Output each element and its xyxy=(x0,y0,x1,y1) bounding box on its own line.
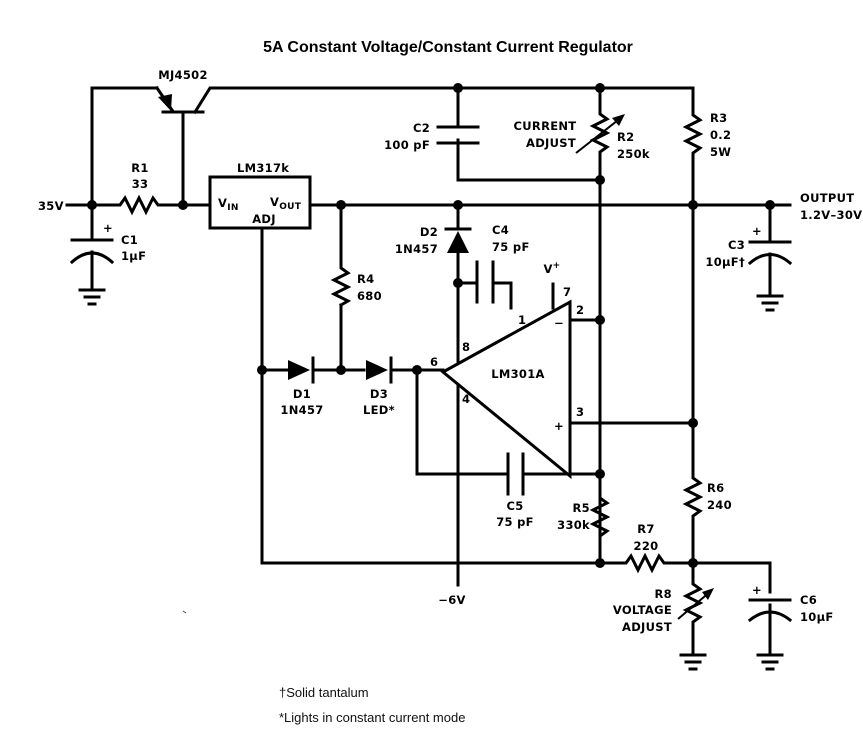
output-label: OUTPUT xyxy=(800,191,854,205)
c3-value: 10μF† xyxy=(705,255,745,269)
resistor-r7: R7 220 xyxy=(620,522,670,574)
diagram-title: 5A Constant Voltage/Constant Current Reg… xyxy=(263,39,633,56)
r1-value: 33 xyxy=(132,177,149,191)
c3-ref: C3 xyxy=(728,238,745,252)
footnote-tantalum: †Solid tantalum xyxy=(279,685,369,700)
u1-vin-label: VIN xyxy=(218,196,239,213)
pin-6-label: 6 xyxy=(430,355,438,369)
emitter-arrow-icon xyxy=(158,94,172,111)
c3-polarity: + xyxy=(752,224,762,238)
pin-7-label: 7 xyxy=(563,285,571,299)
resistor-r3: R3 0.2 5W xyxy=(682,110,731,159)
c2-value: 100 pF xyxy=(384,138,430,152)
r8-ref: R8 xyxy=(655,587,672,601)
c6-polarity: + xyxy=(752,583,762,597)
d1-ref: D1 xyxy=(293,387,311,401)
r5-ref: R5 xyxy=(573,501,590,515)
c5-value: 75 pF xyxy=(496,515,534,529)
d3-ref: D3 xyxy=(370,387,388,401)
resistor-r8-potentiometer: R8 VOLTAGE ADJUST xyxy=(613,578,714,634)
u1-adj-label: ADJ xyxy=(252,212,276,226)
d2-value: 1N457 xyxy=(395,242,438,256)
r8-function-line2: ADJUST xyxy=(622,620,672,634)
ground-icon xyxy=(78,288,106,306)
u1-ref: LM317k xyxy=(237,161,289,175)
d3-value: LED* xyxy=(363,403,395,417)
adjust-arrow-icon xyxy=(702,588,714,600)
ground-icon xyxy=(679,653,707,671)
c2-ref: C2 xyxy=(413,121,430,135)
d2-ref: D2 xyxy=(420,225,438,239)
r6-ref: R6 xyxy=(707,481,724,495)
resistor-r1: R1 33 xyxy=(115,161,162,216)
stray-mark xyxy=(182,610,187,614)
c6-value: 10μF xyxy=(800,610,834,624)
noninverting-input-sign: + xyxy=(554,419,564,433)
pin-2-label: 2 xyxy=(576,303,584,317)
c1-polarity: + xyxy=(103,221,113,235)
resistor-r6: R6 240 xyxy=(682,473,732,522)
r4-value: 680 xyxy=(357,289,382,303)
r7-ref: R7 xyxy=(637,522,654,536)
r7-value: 220 xyxy=(634,539,659,553)
capacitor-c5: C5 75 pF xyxy=(496,452,534,529)
footnote-led: *Lights in constant current mode xyxy=(279,710,466,725)
capacitor-c4: C4 75 pF xyxy=(475,223,530,304)
capacitor-c3: + C3 10μF† xyxy=(705,224,793,269)
resistor-r4: R4 680 xyxy=(330,263,382,308)
ground-icon xyxy=(756,653,784,671)
r2-function-line2: ADJUST xyxy=(526,136,576,150)
u2-ref: LM301A xyxy=(491,367,544,381)
junction-nodes xyxy=(87,83,775,568)
c1-value: 1μF xyxy=(121,249,146,263)
opamp-lm301a: LM301A − + V+ 7 2 3 1 8 4 6 xyxy=(430,261,584,480)
adjust-arrow-icon xyxy=(612,114,625,126)
q1-ref: MJ4502 xyxy=(158,68,208,82)
capacitor-c6: + C6 10μF xyxy=(747,583,834,624)
pin-3-label: 3 xyxy=(576,405,584,419)
r3-ref: R3 xyxy=(710,111,727,125)
negative-supply-label: −6V xyxy=(438,593,465,607)
r3-value: 0.2 xyxy=(710,128,731,142)
output-range-label: 1.2V–30V xyxy=(800,208,862,222)
inverting-input-sign: − xyxy=(554,316,564,330)
c1-ref: C1 xyxy=(121,233,138,247)
pin-4-label: 4 xyxy=(462,392,470,406)
r2-function-line1: CURRENT xyxy=(514,119,577,133)
input-voltage-label: 35V xyxy=(38,199,64,213)
resistor-r2-potentiometer: CURRENT ADJUST R2 250k xyxy=(514,108,650,161)
ground-icon xyxy=(756,294,784,312)
capacitor-c1: + C1 1μF xyxy=(69,221,146,265)
resistor-r5: R5 330k xyxy=(557,493,611,542)
u1-vout-label: VOUT xyxy=(270,195,302,212)
c4-value: 75 pF xyxy=(492,240,530,254)
c4-ref: C4 xyxy=(492,223,509,237)
vplus-label: V+ xyxy=(543,261,560,276)
d1-value: 1N457 xyxy=(280,403,323,417)
transistor-mj4502: MJ4502 xyxy=(154,68,208,114)
c5-ref: C5 xyxy=(506,499,523,513)
pin-1-label: 1 xyxy=(518,313,526,327)
r5-value: 330k xyxy=(557,518,590,532)
r3-rating: 5W xyxy=(710,145,731,159)
diode-d2: D2 1N457 xyxy=(395,225,472,256)
r2-value: 250k xyxy=(617,147,650,161)
r1-ref: R1 xyxy=(131,161,148,175)
r2-ref: R2 xyxy=(617,130,634,144)
capacitor-c2: C2 100 pF xyxy=(384,121,480,152)
diode-d1: D1 1N457 xyxy=(280,356,323,417)
r6-value: 240 xyxy=(707,498,732,512)
diode-d3-led: D3 LED* xyxy=(363,356,395,417)
r8-function-line1: VOLTAGE xyxy=(613,603,672,617)
wires xyxy=(65,86,792,654)
pin-8-label: 8 xyxy=(462,340,470,354)
c6-ref: C6 xyxy=(800,593,817,607)
r4-ref: R4 xyxy=(357,272,374,286)
regulator-lm317k: LM317k VIN VOUT ADJ xyxy=(208,161,312,230)
